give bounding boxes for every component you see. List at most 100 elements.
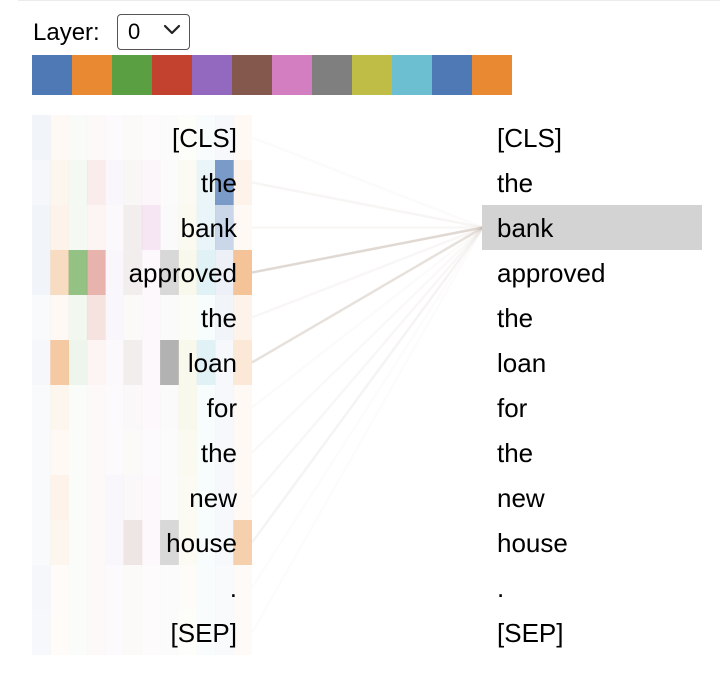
heatmap-cell [87,430,106,475]
attention-line [251,226,484,409]
heatmap-cell [233,475,252,520]
heatmap-cell [215,250,234,295]
left-token[interactable]: the [201,168,237,198]
heatmap-cell [86,295,106,340]
heatmap-cell [87,475,106,520]
heatmap-cell [86,160,106,205]
heatmap-cell [215,385,234,430]
head-swatch-3[interactable] [152,55,192,95]
left-token[interactable]: [SEP] [171,618,237,648]
heatmap-cell [32,115,51,160]
heatmap-cell [50,340,69,385]
heatmap-cell [160,565,179,610]
heatmap-cell [141,430,161,475]
heatmap-cell [178,295,198,340]
left-token[interactable]: . [230,573,237,603]
heatmap-cell [142,115,161,160]
right-token[interactable]: for [497,393,528,423]
heatmap-cell [196,115,216,160]
head-swatch-7[interactable] [312,55,352,95]
right-token[interactable]: . [497,573,504,603]
heatmap-cell [196,565,216,610]
heatmap-cell [87,610,106,655]
attention-line [250,226,485,634]
left-token[interactable]: the [201,303,237,333]
heatmap-cell [32,250,51,295]
heatmap-cell [69,520,88,565]
heatmap-cell [160,430,179,475]
heatmap-cell [105,160,124,205]
right-token[interactable]: loan [497,348,546,378]
attention-line [251,226,484,319]
right-token[interactable]: [SEP] [497,618,563,648]
right-token[interactable]: [CLS] [497,123,562,153]
heatmap-cell [233,295,252,340]
heatmap-cell [87,385,106,430]
heatmap-cell [141,205,161,250]
heatmap-cell [50,250,69,295]
heatmap-cell [50,430,69,475]
attention-line [251,226,484,499]
heatmap-cell [123,475,143,520]
head-swatch-1[interactable] [72,55,112,95]
heatmap-cell [105,430,124,475]
right-token[interactable]: house [497,528,568,558]
head-swatch-10[interactable] [432,55,472,95]
head-swatch-0[interactable] [32,55,72,95]
attention-line [251,181,484,229]
heatmap-cell [123,385,143,430]
right-token[interactable]: the [497,438,533,468]
right-token[interactable]: new [497,483,545,513]
selected-token-highlight [482,205,702,250]
left-token[interactable]: new [189,483,237,513]
heatmap-cell [50,475,69,520]
heatmap-cell [215,160,234,205]
left-token[interactable]: for [207,393,238,423]
heatmap-cell [69,565,88,610]
heatmap-cell [32,295,51,340]
right-token[interactable]: the [497,168,533,198]
head-swatch-5[interactable] [232,55,272,95]
left-token[interactable]: the [201,438,237,468]
heatmap-cell [105,340,124,385]
attention-head-color-legend [32,55,512,95]
left-token[interactable]: [CLS] [172,123,237,153]
head-swatch-2[interactable] [112,55,152,95]
layer-select[interactable]: 0 [117,14,190,50]
head-swatch-8[interactable] [352,55,392,95]
heatmap-cell [233,385,252,430]
heatmap-cell [178,475,198,520]
heatmap-cell [87,565,106,610]
left-token[interactable]: house [166,528,237,558]
heatmap-cell [50,610,69,655]
heatmap-cell [123,250,143,295]
heatmap-cell [215,115,234,160]
heatmap-cell [178,340,198,385]
heatmap-cell [124,430,143,475]
heatmap-cell [196,340,216,385]
heatmap-cell [105,250,124,295]
heatmap-cell [233,430,252,475]
heatmap-cell [142,565,161,610]
heatmap-cell [178,160,198,205]
heatmap-cell [68,250,88,295]
heatmap-cell [215,520,234,565]
head-swatch-9[interactable] [392,55,432,95]
head-swatch-11[interactable] [472,55,512,95]
heatmap-cell [196,295,216,340]
head-swatch-4[interactable] [192,55,232,95]
right-token[interactable]: the [497,303,533,333]
left-token[interactable]: loan [188,348,237,378]
right-token[interactable]: bank [497,213,554,243]
head-swatch-6[interactable] [272,55,312,95]
right-token[interactable]: approved [497,258,605,288]
left-token[interactable]: approved [129,258,237,288]
chevron-down-icon [163,24,181,35]
attention-line [251,226,484,274]
left-token[interactable]: bank [181,213,238,243]
heatmap-cell [105,610,124,655]
heatmap-cell [68,340,88,385]
heatmap-cell [123,205,143,250]
heatmap-cell [141,295,161,340]
heatmap-cell [233,520,252,565]
